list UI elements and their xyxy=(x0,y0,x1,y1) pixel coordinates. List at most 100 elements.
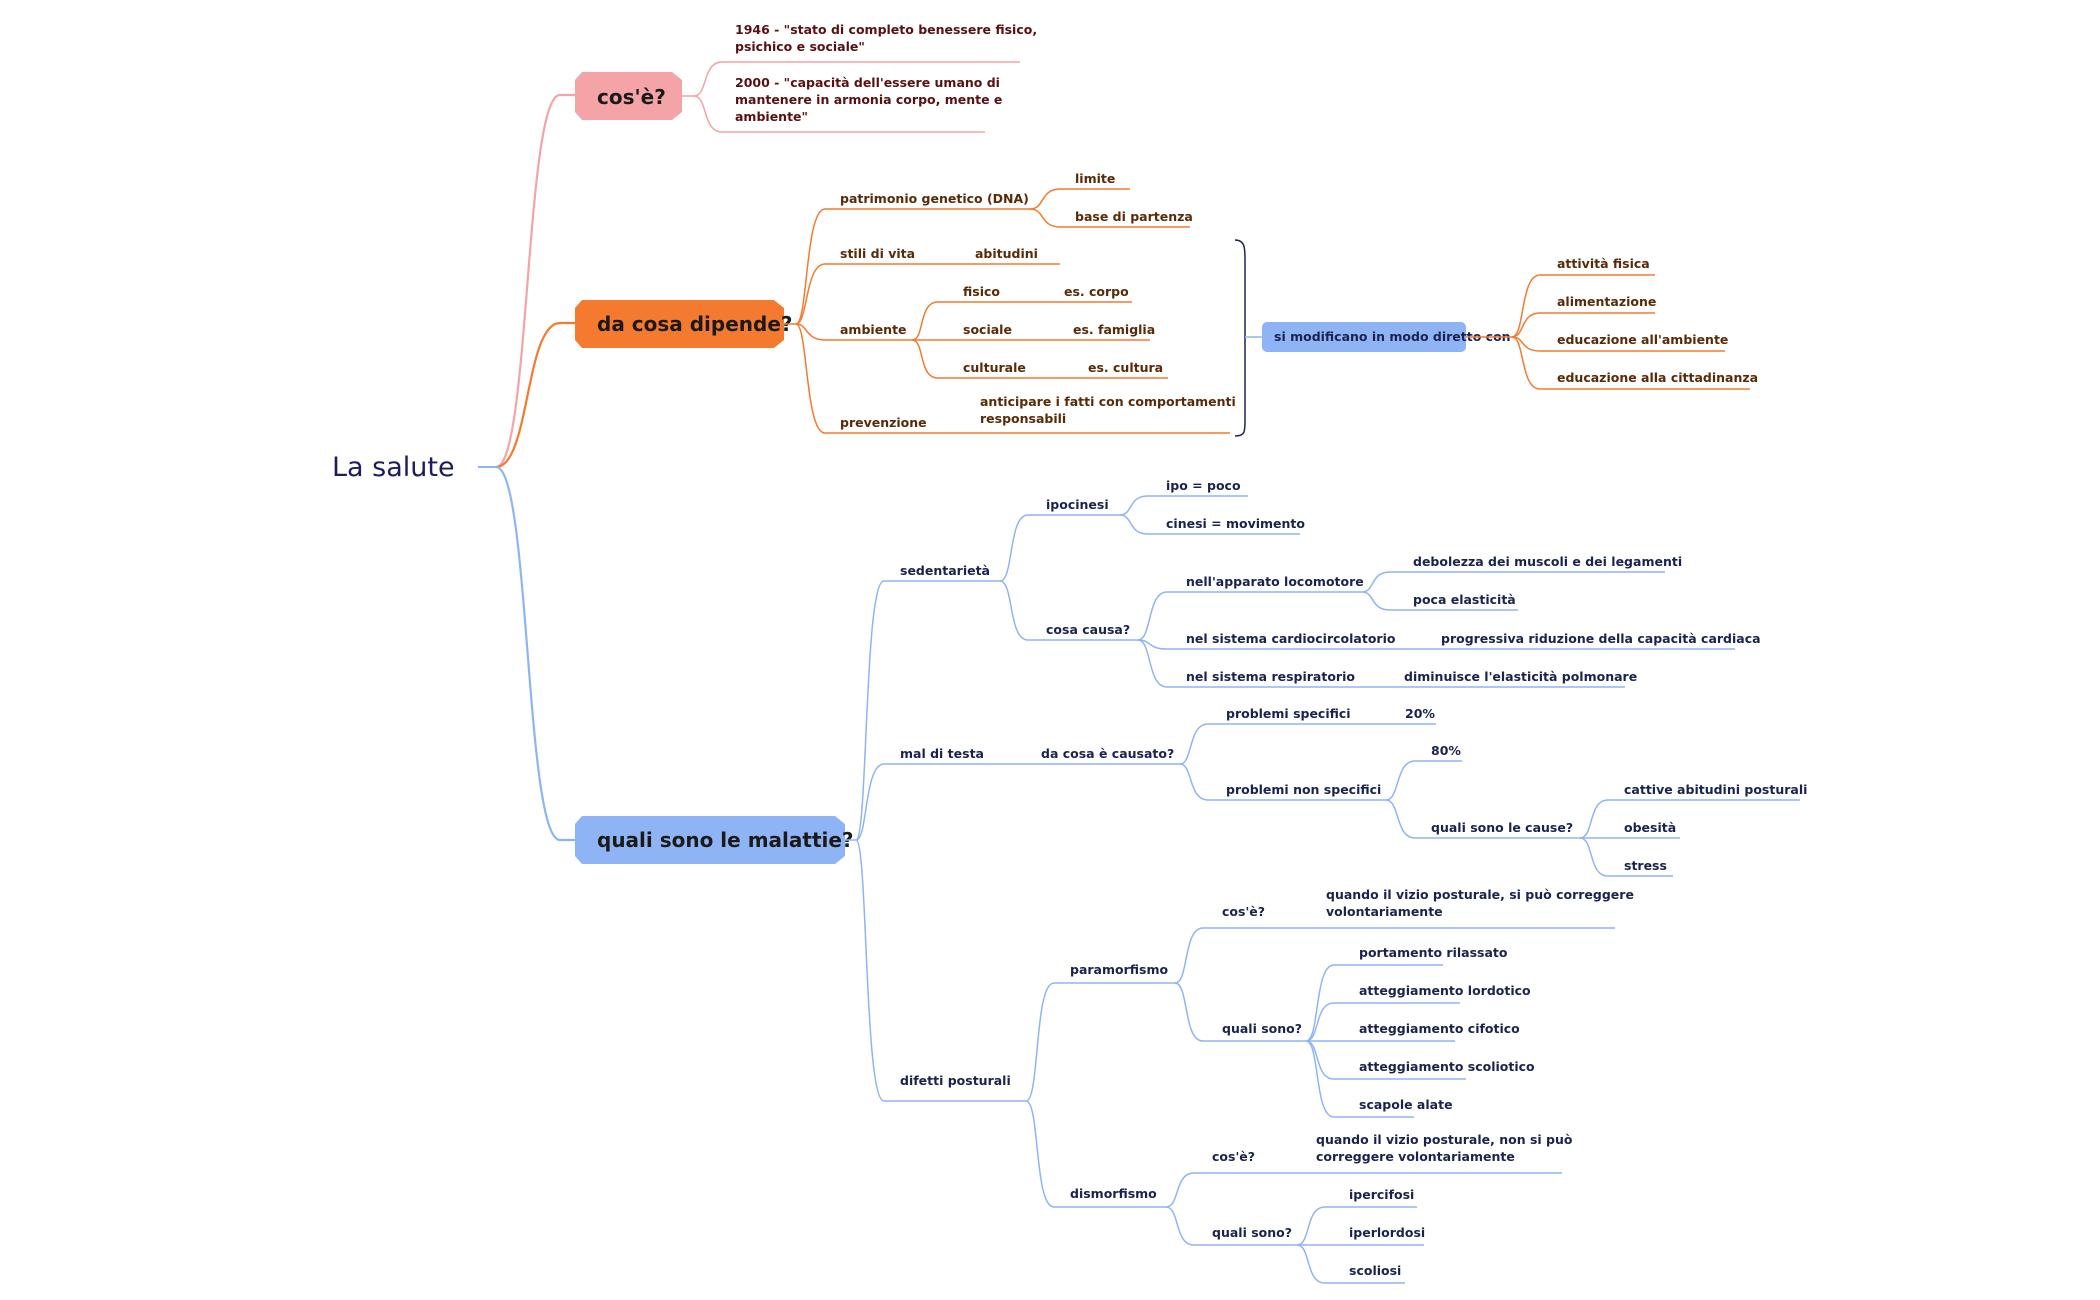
dipende-es-cultura[interactable]: es. cultura xyxy=(1088,360,1163,375)
topic-cose-shape xyxy=(575,72,682,120)
para-item-line-0 xyxy=(1305,964,1443,1042)
mal-line-testa xyxy=(855,763,1180,841)
mal-causato[interactable]: da cosa è causato? xyxy=(1041,746,1174,761)
sed-line-ipocinesi xyxy=(999,514,1120,582)
dis-item-0[interactable]: ipercifosi xyxy=(1349,1187,1414,1202)
dipende-fisico[interactable]: fisico xyxy=(963,284,1000,299)
mal-cause[interactable]: quali sono le cause? xyxy=(1431,820,1573,835)
amb-line-fisico xyxy=(911,301,1132,341)
mal-polmonare[interactable]: diminuisce l'elasticità polmonare xyxy=(1404,669,1637,684)
topic-malattie-shape xyxy=(575,816,845,864)
mal-line-sed xyxy=(855,580,1000,841)
dis-line-quali xyxy=(1165,1206,1297,1246)
summary-item-0[interactable]: attività fisica xyxy=(1557,256,1650,271)
dis-item-1[interactable]: iperlordosi xyxy=(1349,1225,1425,1240)
summary-label: si modificano in modo diretto con xyxy=(1274,329,1511,344)
topic-dipende[interactable]: da cosa dipende? xyxy=(575,300,793,348)
dis-def[interactable]: quando il vizio posturale, non si può co… xyxy=(1316,1132,1577,1164)
dip-line-ambiente xyxy=(795,323,912,341)
para-quali[interactable]: quali sono? xyxy=(1222,1021,1302,1036)
summary-item-2[interactable]: educazione all'ambiente xyxy=(1557,332,1728,347)
dis-item-line-0 xyxy=(1296,1206,1417,1246)
mal-20[interactable]: 20% xyxy=(1405,706,1435,721)
dna-line-base xyxy=(1029,208,1190,228)
dipende-abitudini[interactable]: abitudini xyxy=(975,246,1038,261)
root-topic[interactable]: La salute xyxy=(332,452,455,483)
mal-cinesi[interactable]: cinesi = movimento xyxy=(1166,516,1305,531)
topic-malattie[interactable]: quali sono le malattie? xyxy=(575,816,854,864)
para-item-4[interactable]: scapole alate xyxy=(1359,1097,1453,1112)
ipo-line-1 xyxy=(1119,514,1300,535)
mal-cause-1[interactable]: obesità xyxy=(1624,820,1676,835)
dipende-culturale[interactable]: culturale xyxy=(963,360,1026,375)
topic-cose[interactable]: cos'è? xyxy=(575,72,682,120)
para-item-line-3 xyxy=(1305,1040,1466,1080)
nonspec-line-80 xyxy=(1385,760,1462,801)
topic-cose-label: cos'è? xyxy=(597,85,666,109)
dipende-prevenzione[interactable]: prevenzione xyxy=(840,415,927,430)
testa-line-nonspec xyxy=(1179,763,1386,801)
summary-item-1[interactable]: alimentazione xyxy=(1557,294,1656,309)
dif-line-dis xyxy=(1025,1100,1166,1208)
mal-locomotore[interactable]: nell'apparato locomotore xyxy=(1186,574,1364,589)
para-item-0[interactable]: portamento rilassato xyxy=(1359,945,1508,960)
mal-paramorfismo[interactable]: paramorfismo xyxy=(1070,962,1168,977)
para-item-1[interactable]: atteggiamento lordotico xyxy=(1359,983,1531,998)
cose-item-1946: 1946 - "stato di completo benessere fisi… xyxy=(735,22,1041,54)
dis-cose[interactable]: cos'è? xyxy=(1212,1149,1255,1164)
mal-cause-2[interactable]: stress xyxy=(1624,858,1667,873)
dipende-es-famiglia[interactable]: es. famiglia xyxy=(1073,322,1155,337)
para-def[interactable]: quando il vizio posturale, si può correg… xyxy=(1326,887,1638,919)
dipende-es-corpo[interactable]: es. corpo xyxy=(1064,284,1129,299)
dis-line-cose xyxy=(1165,1172,1562,1208)
cose-line-1 xyxy=(693,61,1020,97)
mal-respiratorio[interactable]: nel sistema respiratorio xyxy=(1186,669,1355,684)
mal-difetti[interactable]: difetti posturali xyxy=(900,1073,1011,1088)
dip-line-prevenzione xyxy=(795,323,1230,434)
summary-topic[interactable]: si modificano in modo diretto con xyxy=(1262,322,1511,352)
dis-item-2[interactable]: scoliosi xyxy=(1349,1263,1401,1278)
causa-line-cardio xyxy=(1137,639,1440,650)
dis-quali[interactable]: quali sono? xyxy=(1212,1225,1292,1240)
para-line-cose xyxy=(1174,927,1615,984)
mal-testa[interactable]: mal di testa xyxy=(900,746,984,761)
mal-cause-0[interactable]: cattive abitudini posturali xyxy=(1624,782,1807,797)
topic-dipende-label: da cosa dipende? xyxy=(597,312,793,336)
mal-debolezza[interactable]: debolezza dei muscoli e dei legamenti xyxy=(1413,554,1682,569)
dipende-dna[interactable]: patrimonio genetico (DNA) xyxy=(840,191,1029,206)
dipende-stili[interactable]: stili di vita xyxy=(840,246,915,261)
para-cose[interactable]: cos'è? xyxy=(1222,904,1265,919)
mal-specifici[interactable]: problemi specifici xyxy=(1226,706,1351,721)
mal-dismorfismo[interactable]: dismorfismo xyxy=(1070,1186,1157,1201)
mal-ipo[interactable]: ipo = poco xyxy=(1166,478,1241,493)
mal-sedentarieta[interactable]: sedentarietà xyxy=(900,563,990,578)
mal-riduzione[interactable]: progressiva riduzione della capacità car… xyxy=(1441,631,1761,646)
amb-line-culturale xyxy=(911,339,1168,379)
mal-cosa-causa[interactable]: cosa causa? xyxy=(1046,622,1130,637)
loco-line-1 xyxy=(1361,591,1518,611)
mal-80[interactable]: 80% xyxy=(1431,743,1461,758)
mal-non-specifici[interactable]: problemi non specifici xyxy=(1226,782,1381,797)
mal-cardio[interactable]: nel sistema cardiocircolatorio xyxy=(1186,631,1396,646)
testa-line-spec xyxy=(1179,723,1400,765)
dipende-ambiente[interactable]: ambiente xyxy=(840,322,907,337)
dipende-sociale[interactable]: sociale xyxy=(963,322,1012,337)
sum-line-0 xyxy=(1511,274,1655,338)
mal-ipocinesi[interactable]: ipocinesi xyxy=(1046,497,1109,512)
para-item-2[interactable]: atteggiamento cifotico xyxy=(1359,1021,1520,1036)
para-item-line-1 xyxy=(1305,1002,1460,1042)
sed-line-causa xyxy=(999,580,1138,641)
summary-shape xyxy=(1262,322,1466,352)
sum-line-2 xyxy=(1511,336,1725,352)
dipende-base[interactable]: base di partenza xyxy=(1075,209,1193,224)
cause-line-2 xyxy=(1579,837,1673,877)
topic-dipende-shape xyxy=(575,300,784,348)
summary-item-3[interactable]: educazione alla cittadinanza xyxy=(1557,370,1758,385)
dip-line-stili xyxy=(795,263,1060,325)
para-item-3[interactable]: atteggiamento scoliotico xyxy=(1359,1059,1535,1074)
mal-elasticita[interactable]: poca elasticità xyxy=(1413,592,1516,607)
dipende-anticipare[interactable]: anticipare i fatti con comportamenti res… xyxy=(980,394,1240,426)
causa-line-resp xyxy=(1137,639,1403,688)
dipende-limite[interactable]: limite xyxy=(1075,171,1115,186)
